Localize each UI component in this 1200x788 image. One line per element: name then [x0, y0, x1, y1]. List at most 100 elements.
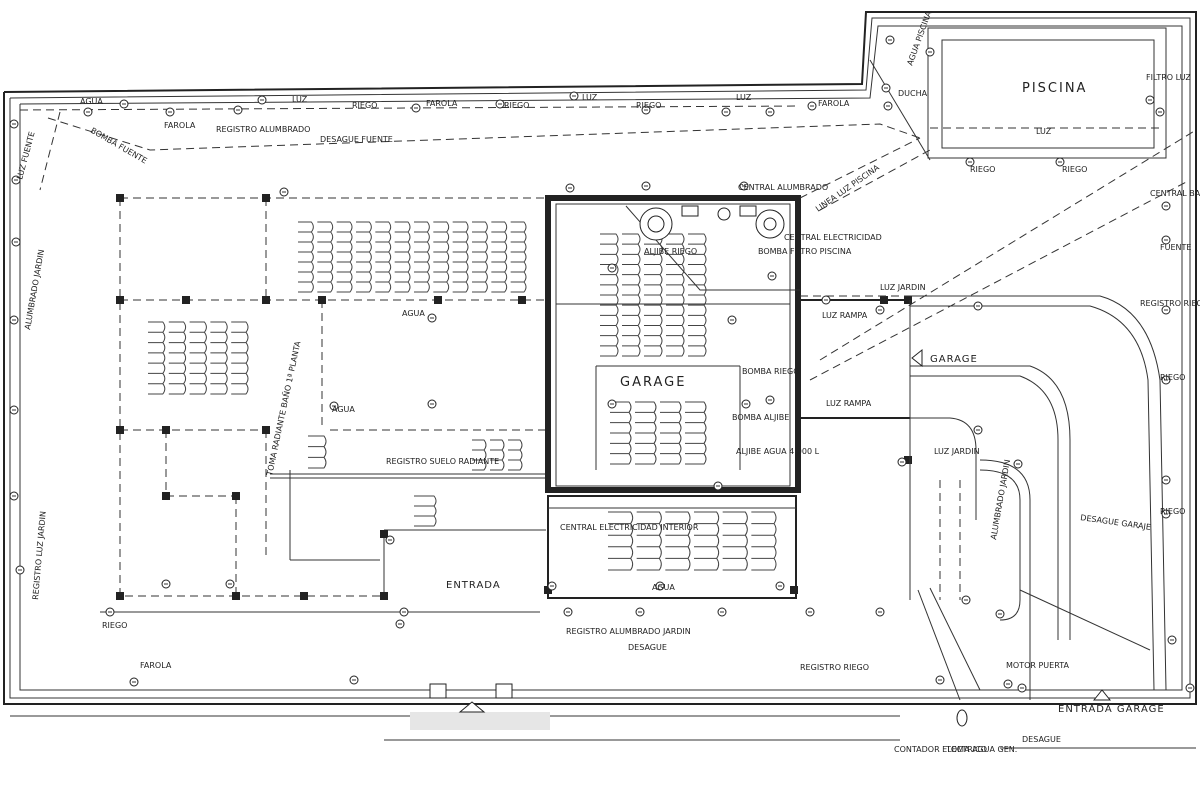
coil-loop: [298, 221, 314, 293]
water-cistern-label: ALJIBE AGUA 4.000 L: [736, 447, 820, 456]
agua-label-4: AGUA: [652, 583, 675, 592]
electric-meter-label: CONTADOR ELECTRICO: [894, 745, 987, 754]
coil-loop: [694, 511, 720, 571]
coil-loop: [452, 221, 469, 293]
coil-loop: [414, 221, 430, 293]
coil-loop: [490, 439, 505, 471]
coil-loop: [148, 321, 166, 395]
street-edge: [10, 712, 1196, 749]
pool-link-lines: [799, 59, 931, 211]
agua-label-3: AGUA: [332, 405, 355, 414]
coil-loop: [685, 401, 707, 465]
farola-label-3: FAROLA: [818, 99, 850, 108]
coil-loop: [433, 221, 450, 293]
coil-loop: [168, 321, 187, 395]
coil-loop: [356, 221, 372, 293]
farola-label-2: FAROLA: [426, 99, 458, 108]
garden-lighting-register-label: REGISTRO ALUMBRADO JARDIN: [566, 627, 691, 636]
cistern-pump-label: BOMBA ALJIBE: [732, 413, 789, 422]
coil-loop: [210, 321, 228, 395]
left-house: [100, 197, 546, 613]
radiant-floor-coils-upper: [298, 221, 527, 293]
fountain-label: FUENTE: [1160, 243, 1191, 252]
coil-loop: [636, 511, 662, 571]
door-motor-label: MOTOR PUERTA: [1006, 661, 1069, 670]
irrigation-register-label-2: REGISTRO RIEGO: [800, 663, 869, 672]
coil-loop: [308, 435, 327, 469]
agua-label-2: AGUA: [402, 309, 425, 318]
coil-loop: [491, 221, 508, 293]
coil-loop: [508, 439, 523, 471]
central-bar-lighting-label: CENTRAL BAR ALUMBRADO: [1150, 189, 1200, 198]
riego-label-2: RIEGO: [504, 101, 529, 110]
entrance-label: ENTRADA: [446, 580, 501, 591]
fountain-drain-label: DESAGUE FUENTE: [320, 135, 393, 144]
coil-loop: [231, 321, 249, 395]
drain-label-1: DESAGUE: [628, 643, 667, 652]
coil-loop: [336, 221, 353, 293]
drain-label-2: DESAGUE: [1022, 735, 1061, 744]
ramp-light-label-2: LUZ RAMPA: [826, 399, 872, 408]
agua-label-1: AGUA: [80, 97, 103, 106]
irrigation-cistern-label: ALJIBE RIEGO: [644, 247, 697, 256]
property-boundary: [3, 11, 1197, 705]
driveway: [809, 129, 1197, 701]
garden-light-register-label: REGISTRO LUZ JARDIN: [31, 511, 48, 601]
coil-loop: [610, 401, 632, 465]
coil-loop: [394, 221, 411, 293]
central-electric-label: CENTRAL ELECTRICIDAD: [784, 233, 882, 242]
garden-light-label-2: LUZ JARDIN: [934, 447, 980, 456]
fountain-light-label: LUZ FUENTE: [15, 131, 36, 181]
radiant-floor-coils-corridor: [308, 435, 523, 527]
garden-lighting-left-label: ALUMBRADO JARDIN: [23, 249, 46, 331]
coil-loop: [375, 221, 392, 293]
coil-loop: [510, 221, 527, 293]
coil-loop: [608, 511, 634, 571]
pool-filter-pump-label: BOMBA FILTRO PISCINA: [758, 247, 852, 256]
irrigation-pump-label: BOMBA RIEGO: [742, 367, 800, 376]
coil-loop: [751, 511, 777, 571]
irrigation-register-label-1: REGISTRO RIEGO: [1140, 299, 1200, 308]
garage-arrow-label: GARAGE: [930, 354, 978, 365]
central-lighting-label: CENTRAL ALUMBRADO: [738, 183, 828, 192]
interior-electric-label: CENTRAL ELECTRICIDAD INTERIOR: [560, 523, 699, 532]
coil-loop: [660, 401, 682, 465]
farola-label-1: FAROLA: [164, 121, 196, 130]
riego-label-8: RIEGO: [1160, 507, 1185, 516]
riego-label-6: RIEGO: [1160, 373, 1185, 382]
coil-loop: [722, 511, 748, 571]
lighting-register-label: REGISTRO ALUMBRADO: [216, 125, 310, 134]
water-intake-label: TOMA AGUA GEN.: [945, 745, 1017, 754]
riego-label-5: RIEGO: [1062, 165, 1087, 174]
luz-label-2: LUZ: [582, 93, 598, 102]
entrance-gate: [429, 348, 1112, 727]
filter-light-label: FILTRO LUZ: [1146, 73, 1191, 82]
coil-loop: [635, 401, 657, 465]
pool: [927, 27, 1167, 159]
top-service-lines: [19, 105, 921, 191]
garden-fixtures: [9, 35, 1195, 693]
ramp-light-label-1: LUZ RAMPA: [822, 311, 868, 320]
pool-luz-label: LUZ: [1036, 127, 1052, 136]
riego-label-3: RIEGO: [636, 101, 661, 110]
coil-loop: [472, 439, 487, 471]
coil-loop: [317, 221, 334, 293]
coil-loop: [665, 511, 691, 571]
riego-label-1: RIEGO: [352, 101, 377, 110]
riego-label-4: RIEGO: [970, 165, 995, 174]
first-floor-outlet-label: TOMA RADIANTE BAÑO 1ª PLANTA: [264, 340, 303, 478]
luz-label-1: LUZ: [292, 95, 308, 104]
luz-label-3: LUZ: [736, 93, 752, 102]
coil-loop: [600, 233, 619, 357]
garage-block: [545, 195, 911, 600]
coil-loop: [472, 221, 488, 293]
coil-loop: [189, 321, 207, 395]
farola-label-4: FAROLA: [140, 661, 172, 670]
garage-room-label: GARAGE: [620, 375, 686, 390]
radiant-floor-coils-left: [148, 321, 249, 395]
garage-drain-label: DESAGUE GARAJE: [1080, 513, 1152, 532]
coil-loop: [414, 495, 437, 527]
pool-label: PISCINA: [1022, 81, 1087, 96]
garage-entrance-label: ENTRADA GARAGE: [1058, 704, 1165, 715]
